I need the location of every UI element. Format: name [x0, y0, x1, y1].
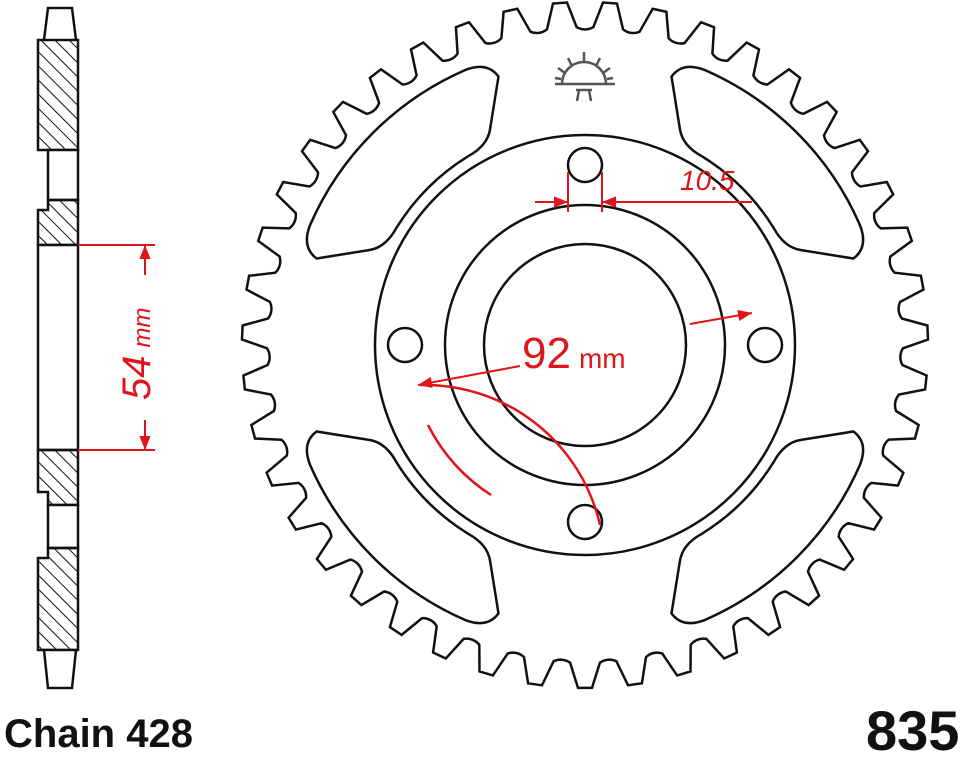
top-tooth-tip — [42, 6, 78, 41]
bore-dimension-label: 54mm — [115, 308, 159, 400]
bore-section — [36, 243, 80, 452]
hub-ring — [373, 133, 797, 557]
web-section — [46, 148, 80, 202]
pcd-dimension — [417, 309, 753, 388]
hatched-section — [36, 198, 80, 247]
sun-logo-icon — [554, 52, 615, 102]
part-number-label: 835 — [866, 699, 960, 762]
bolt-hole — [566, 146, 604, 184]
hatched-section — [36, 546, 80, 652]
lightening-cutout — [305, 430, 500, 625]
hole-diameter-label: 10.5 — [680, 165, 735, 196]
bottom-tooth-tip — [42, 648, 78, 690]
sprocket-teeth-outline — [240, 1, 930, 690]
bolt-hole — [386, 326, 424, 364]
side-profile — [36, 6, 80, 690]
hatched-section — [36, 38, 80, 152]
lightening-cutout — [670, 430, 865, 625]
bolt-hole — [746, 326, 784, 364]
lightening-cutout — [305, 65, 500, 260]
pcd-circle — [419, 383, 602, 526]
hatched-section — [36, 448, 80, 507]
hole-dimension — [535, 172, 752, 212]
lightening-cutout — [670, 65, 865, 260]
bolt-hole — [566, 503, 604, 541]
chain-size-label: Chain 428 — [4, 712, 193, 756]
bore-dimension — [78, 244, 155, 451]
center-bore — [482, 242, 688, 448]
web-section — [46, 503, 80, 550]
sprocket-front — [240, 1, 930, 690]
